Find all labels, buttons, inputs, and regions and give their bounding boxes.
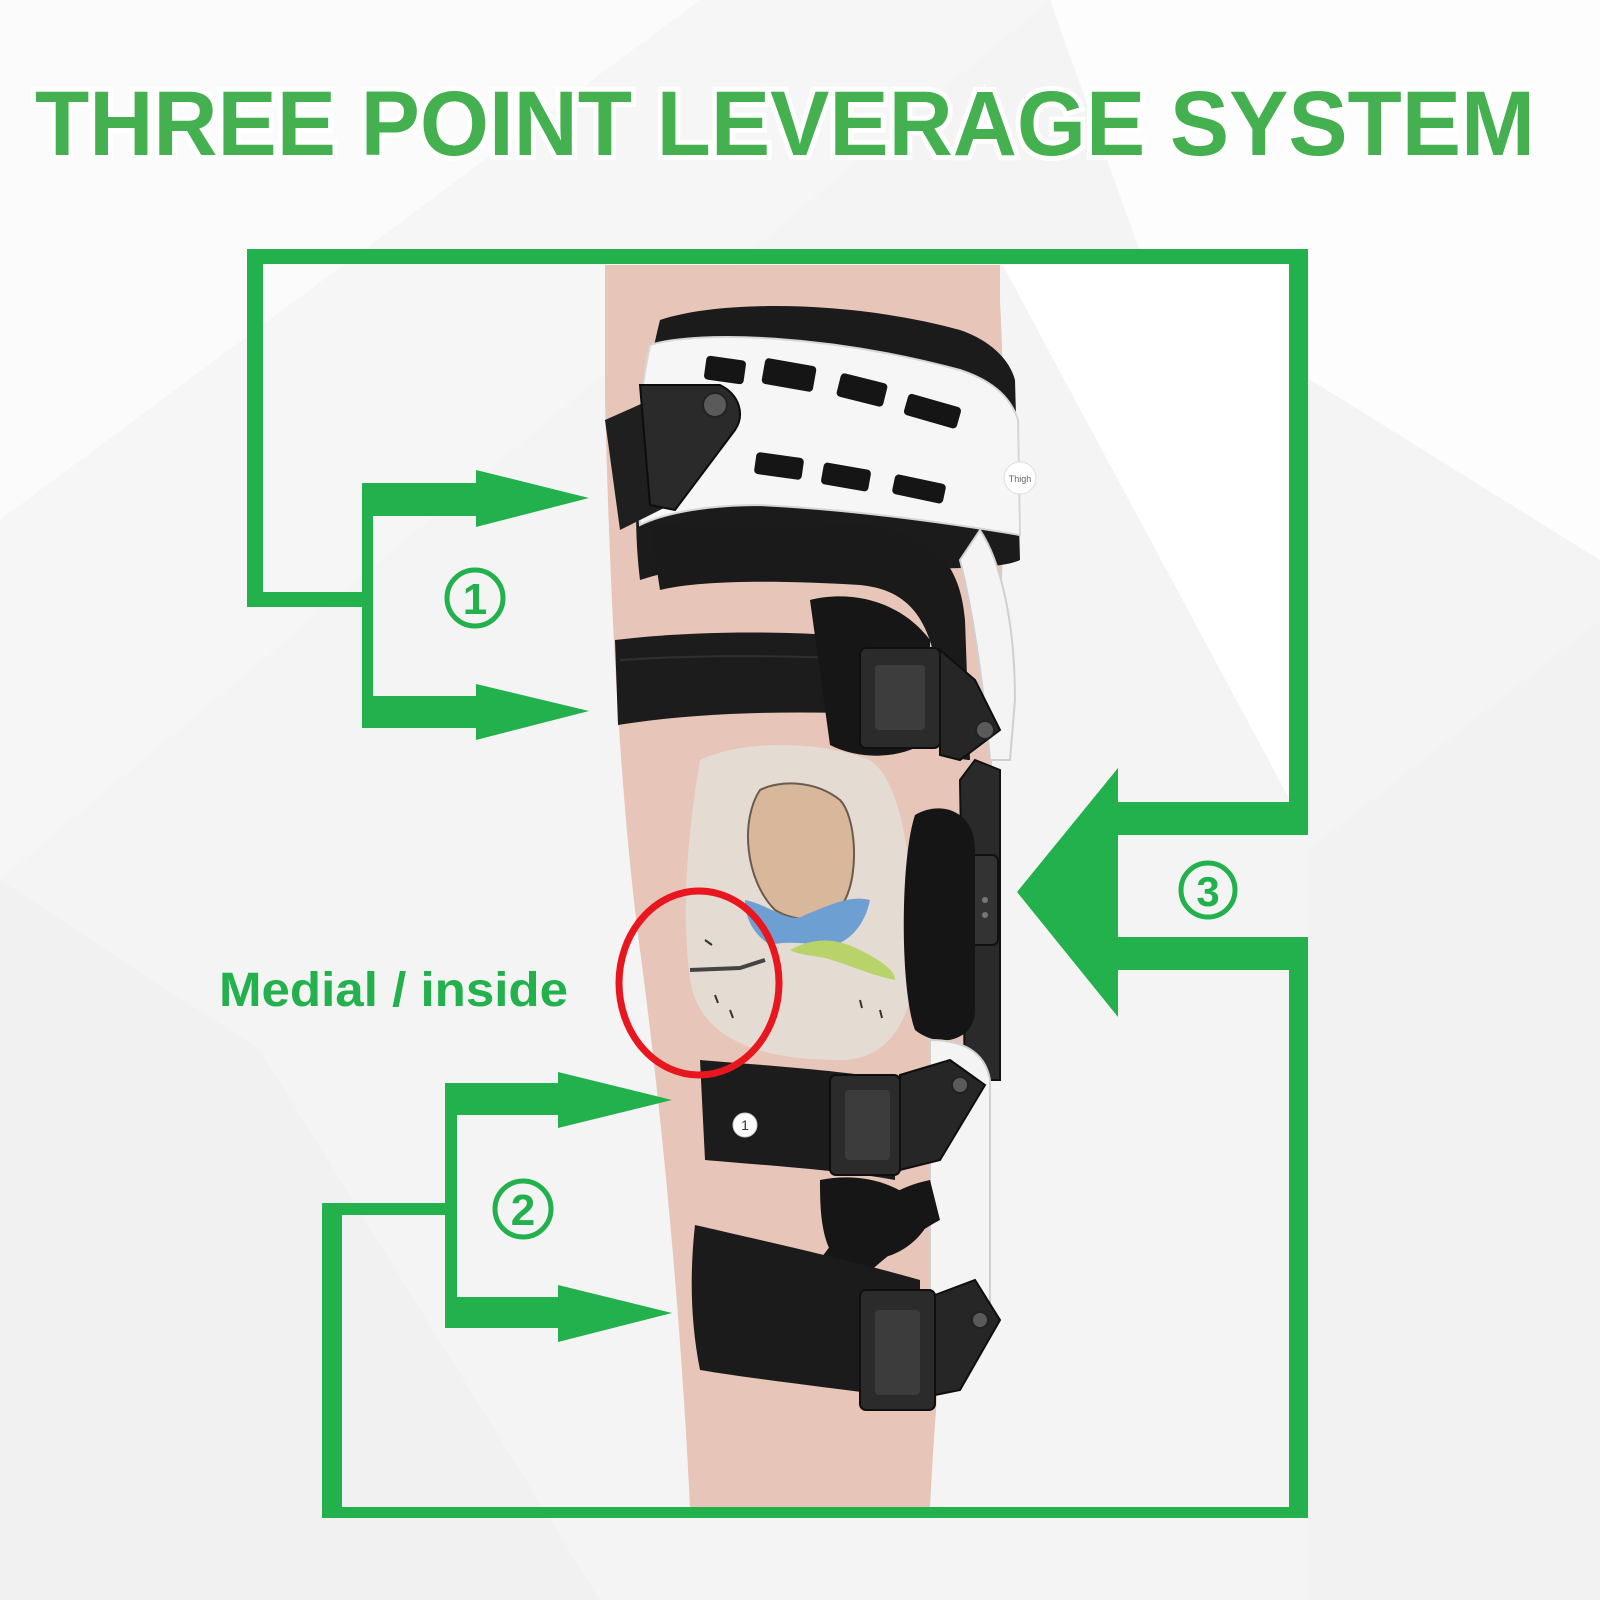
point-3-marker: 3 (1178, 860, 1238, 920)
knee-brace-product: Thigh 1 (605, 306, 1037, 1411)
medial-highlight-circle (615, 887, 783, 1079)
point-1-marker: 1 (444, 567, 506, 629)
arrow-left-icon (1017, 768, 1118, 1017)
condyle-pad (903, 808, 975, 1041)
point-3-number: 3 (1196, 868, 1219, 915)
rivet (971, 1311, 989, 1329)
thigh-badge (1003, 461, 1037, 495)
arrow-shaft (445, 1297, 561, 1328)
arrow-group-2 (445, 1072, 672, 1342)
numbered-circle-icon (492, 1178, 554, 1240)
strap-number-label: 1 (741, 1117, 749, 1133)
arrow-group-3 (1017, 768, 1308, 1017)
point-2-number: 2 (511, 1186, 535, 1235)
rivet (951, 1076, 969, 1094)
point-2-marker: 2 (492, 1178, 554, 1240)
page-title: THREE POINT LEVERAGE SYSTEM (35, 73, 1535, 175)
arrow-shaft (445, 1083, 561, 1115)
strap-number-badge (732, 1112, 758, 1138)
knee-anatomy-illustration (685, 745, 916, 1060)
rivet (975, 720, 995, 740)
arrow-right-icon (558, 1072, 672, 1128)
arrow-shaft (1110, 802, 1308, 835)
arrow-shaft (362, 483, 480, 516)
numbered-circle-icon (1178, 860, 1238, 920)
arrow-shaft (362, 696, 480, 728)
rivet (702, 392, 728, 418)
point-1-number: 1 (463, 575, 487, 624)
medial-label: Medial / inside (219, 964, 568, 1017)
arrow-shaft (1110, 937, 1308, 970)
arrow-right-icon (476, 684, 589, 740)
thigh-badge-label: Thigh (1009, 474, 1032, 484)
arrow-group-1 (362, 470, 589, 740)
arrow-right-icon (476, 470, 589, 527)
cuff-vent-slots (704, 355, 961, 504)
leverage-frame (247, 249, 1308, 1518)
numbered-circle-icon (444, 567, 506, 629)
arrow-right-icon (558, 1285, 672, 1342)
